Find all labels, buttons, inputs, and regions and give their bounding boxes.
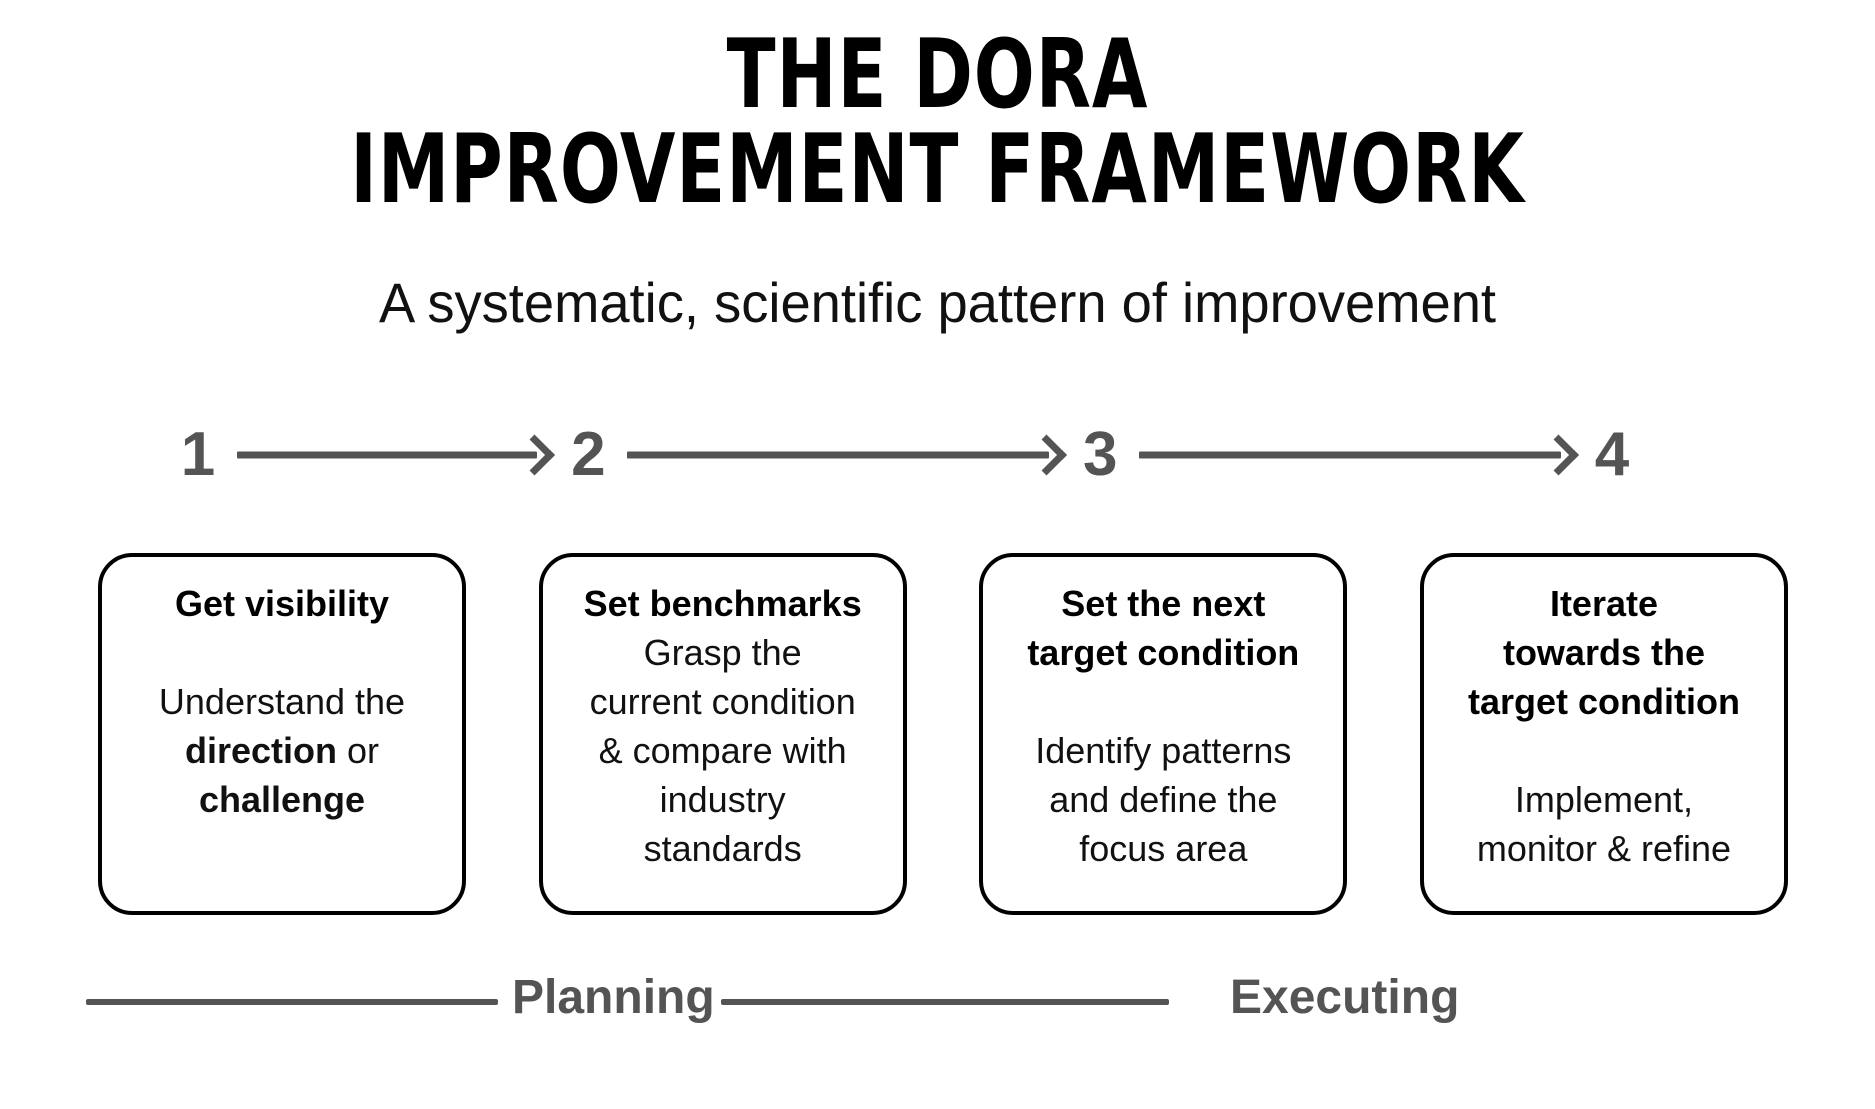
step-card-3-body: Identify patterns and define the focus a… <box>1035 730 1292 869</box>
phase-line-left <box>86 999 498 1005</box>
arrow-shaft <box>237 451 538 459</box>
step-card-3-heading: Set the next target condition <box>1027 583 1300 673</box>
step-card-1-body: Understand the direction or challenge <box>159 677 405 824</box>
step-card-4-heading: Iterate towards the target condition <box>1467 583 1740 722</box>
title-line-2: IMPROVEMENT FRAMEWORK <box>350 115 1525 226</box>
step-card-3: Set the next target condition Identify p… <box>979 553 1348 915</box>
arrow-head-icon <box>1026 434 1068 476</box>
step-card-2-body: Grasp the current condition & compare wi… <box>589 632 856 869</box>
step-card-1: Get visibility Understand the direction … <box>98 553 466 915</box>
page-title: THE DORA IMPROVEMENT FRAMEWORK <box>0 18 1875 225</box>
arrow-shaft <box>1139 451 1562 459</box>
arrow-head-icon <box>1538 434 1580 476</box>
step-card-1-body-bold-direction: direction <box>184 730 337 771</box>
phase-line-right <box>721 999 1169 1005</box>
arrow-3-to-4 <box>1139 434 1580 476</box>
step-sequence: 1 2 3 4 <box>175 420 1635 490</box>
phase-label-executing: Executing <box>1230 971 1460 1024</box>
step-card-2-heading: Set benchmarks <box>583 583 862 624</box>
step-card-4-body: Implement, monitor & refine <box>1476 779 1732 869</box>
step-card-1-body-bold-challenge: challenge <box>198 779 366 820</box>
step-number-1: 1 <box>180 420 216 489</box>
page-subtitle: A systematic, scientific pattern of impr… <box>378 271 1497 334</box>
step-card-2: Set benchmarks Grasp the current conditi… <box>538 553 907 915</box>
title-line-1: THE DORA <box>726 20 1149 131</box>
step-cards: Get visibility Understand the direction … <box>98 553 1788 915</box>
arrow-1-to-2 <box>237 434 556 476</box>
step-card-1-heading: Get visibility <box>174 583 390 624</box>
step-card-1-body-pre: Understand the <box>158 681 406 722</box>
phase-label-planning: Planning <box>512 971 715 1024</box>
step-card-1-body-mid: or <box>346 730 379 771</box>
step-number-2: 2 <box>571 420 606 489</box>
arrow-shaft <box>627 451 1050 459</box>
step-number-3: 3 <box>1082 420 1118 489</box>
arrow-head-icon <box>514 434 556 476</box>
step-number-4: 4 <box>1594 420 1630 489</box>
phase-bar: Planning Executing <box>80 965 1810 1035</box>
step-card-4: Iterate towards the target condition Imp… <box>1419 553 1788 915</box>
arrow-2-to-3 <box>627 434 1068 476</box>
